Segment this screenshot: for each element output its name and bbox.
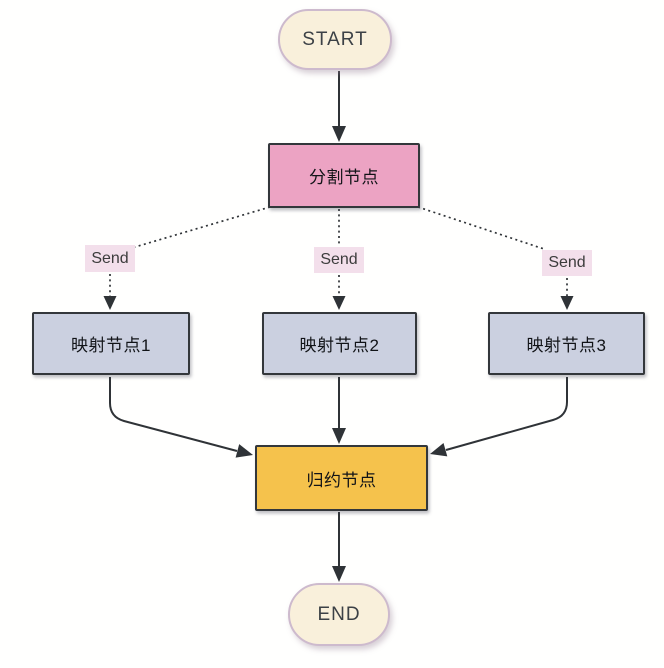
edge-map1-to-reduce [109,377,253,458]
node-reduce: 归约节点 [255,445,428,511]
node-split-label: 分割节点 [309,168,379,187]
edge-start-to-split [332,71,346,142]
edge-split-to-send1 [103,206,271,310]
node-split: 分割节点 [268,143,420,208]
node-start: START [278,9,392,70]
edge-map3-to-reduce [430,377,568,457]
node-end: END [288,583,390,646]
edge-label-send-1: Send [85,245,135,272]
node-map2: 映射节点2 [262,312,417,375]
edge-label-send-3: Send [542,250,592,276]
node-map3-label: 映射节点3 [526,336,607,355]
node-map2-label: 映射节点2 [299,336,380,355]
node-reduce-label: 归约节点 [306,470,377,490]
send-label-text: Send [320,251,358,268]
edge-label-send-2: Send [314,247,364,273]
node-start-label: START [302,28,368,50]
edge-map2-to-reduce [332,377,346,444]
node-map3: 映射节点3 [488,312,645,375]
send-label-text: Send [91,249,129,267]
send-label-text: Send [548,254,586,271]
node-map1-label: 映射节点1 [71,336,151,355]
edge-split-to-send2 [332,209,346,310]
node-end-label: END [317,603,361,625]
edge-reduce-to-end [332,512,346,582]
edge-split-to-send3 [417,206,574,310]
node-map1: 映射节点1 [32,312,190,375]
